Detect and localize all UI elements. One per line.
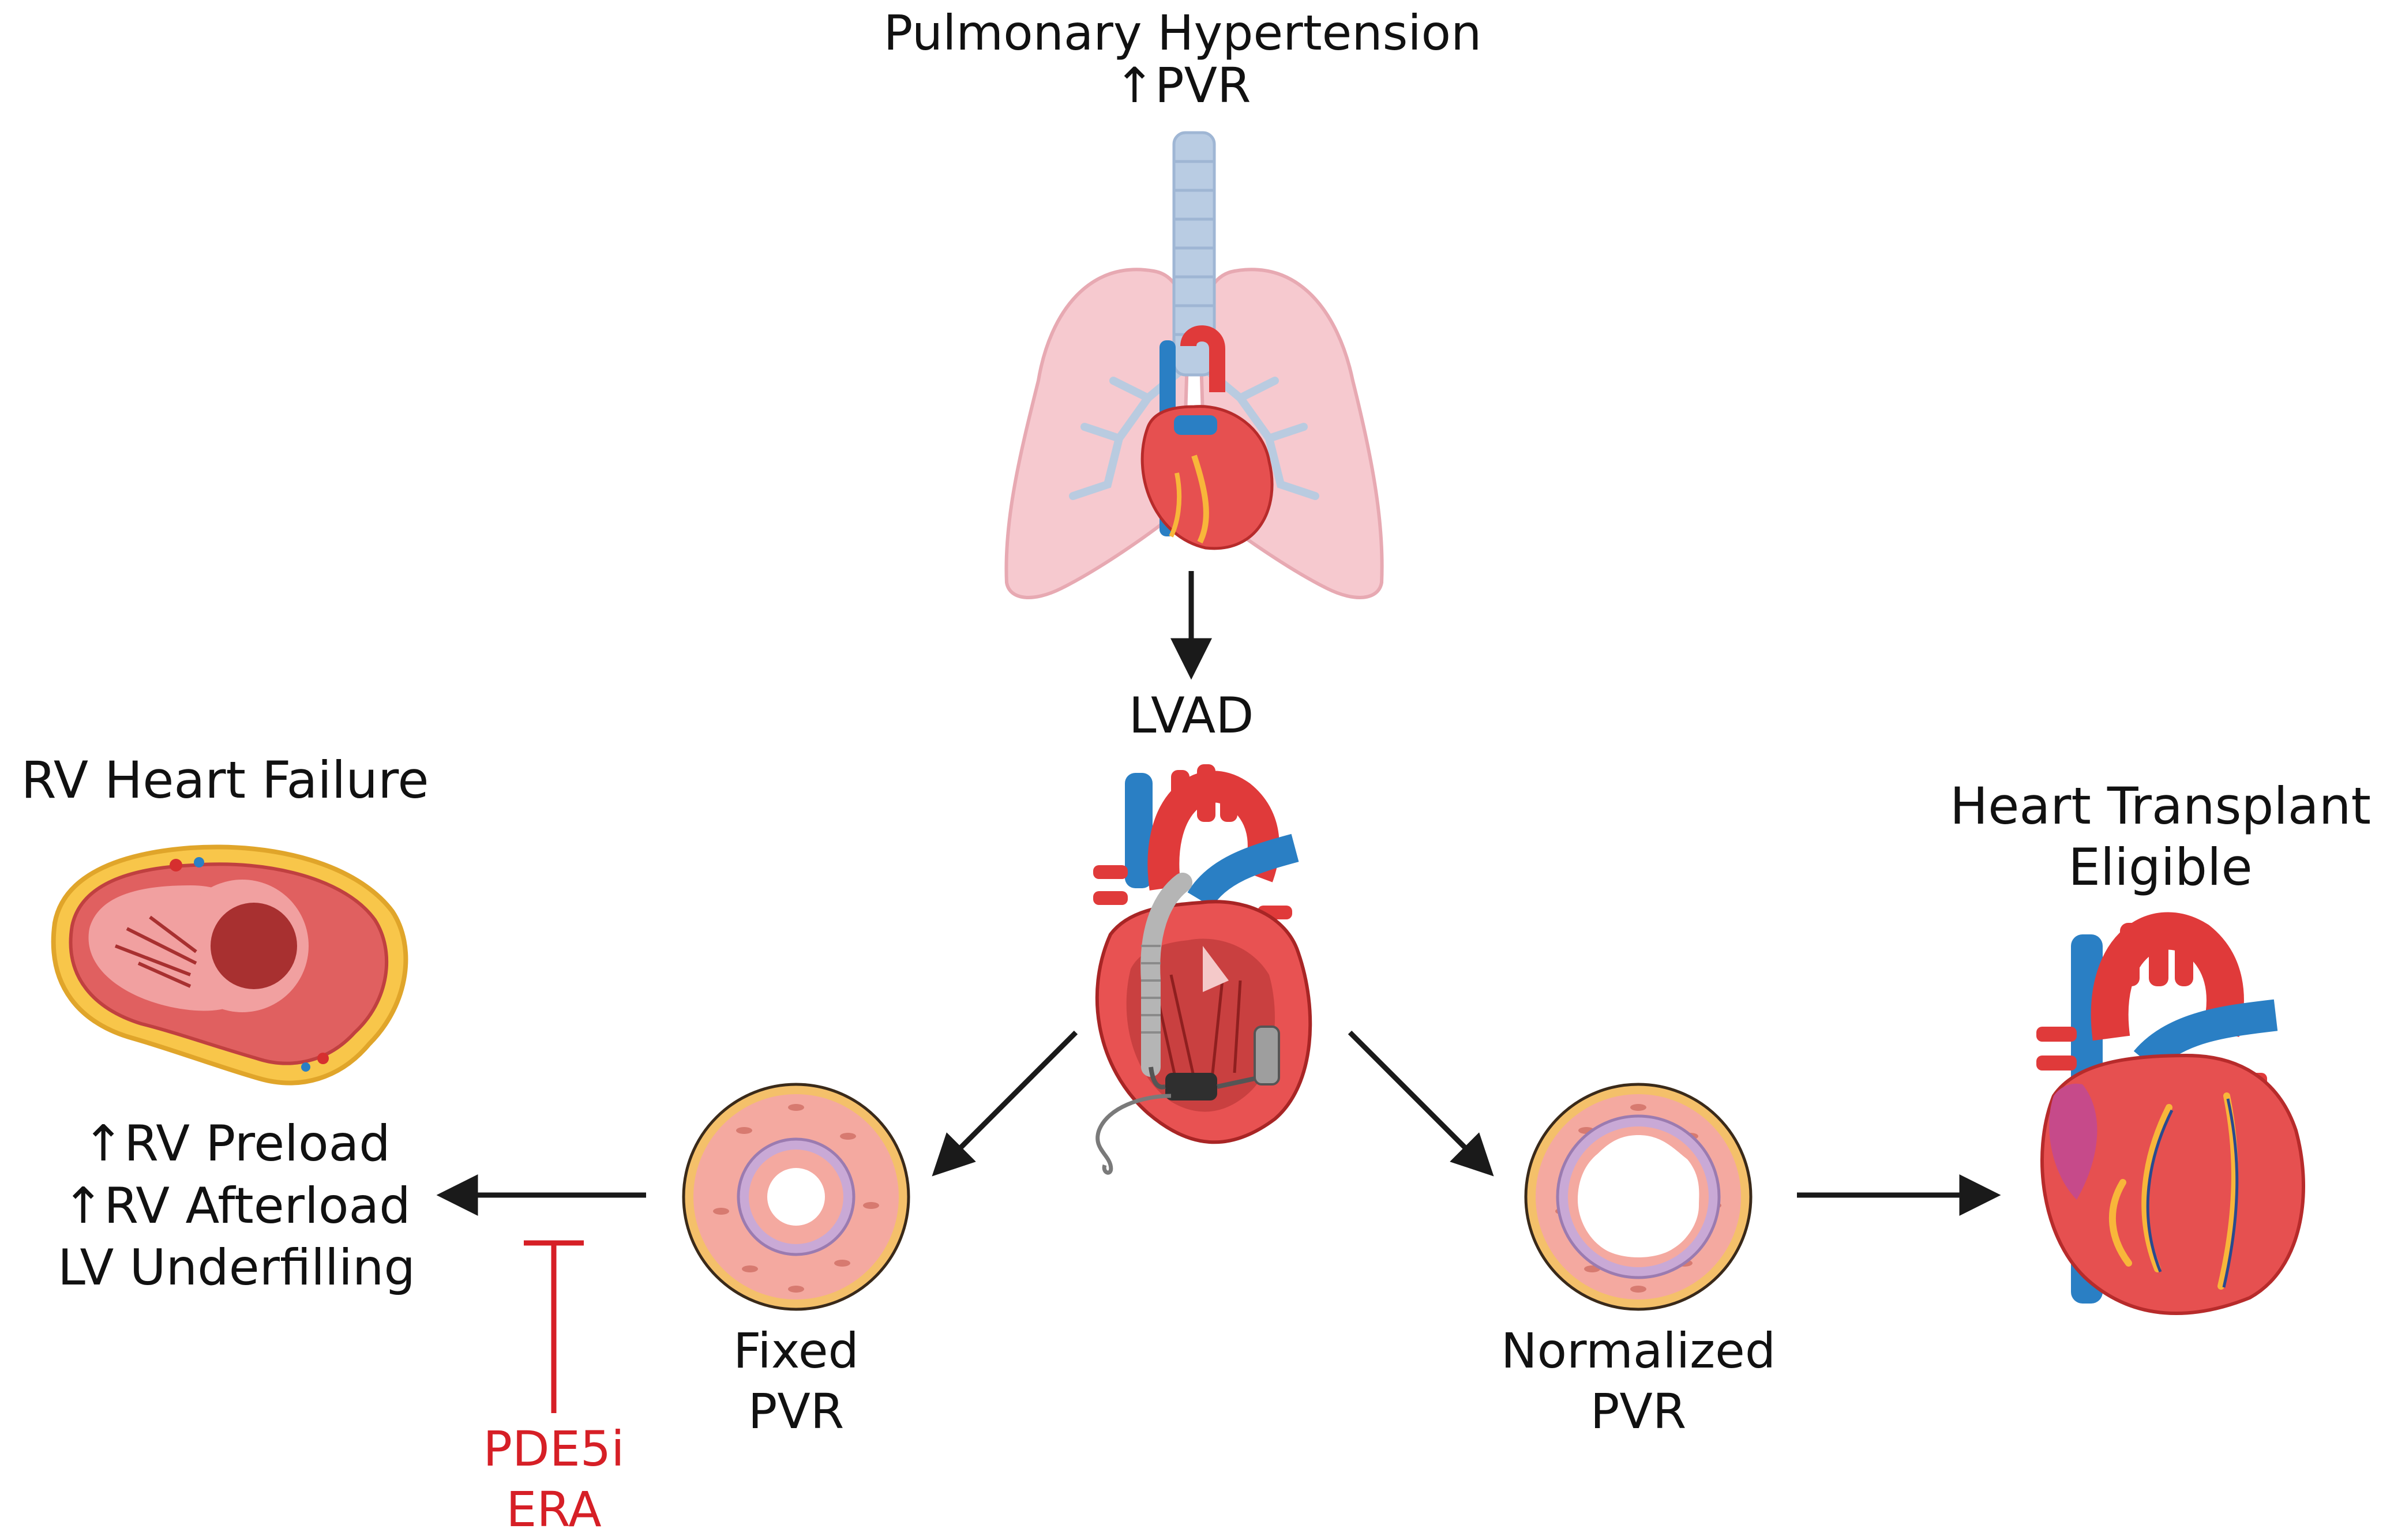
drug-pde5i: PDE5i [483, 1421, 625, 1477]
arrow-lvad-to-fixed [932, 1030, 1078, 1177]
inhibitor-symbol [524, 1240, 584, 1413]
fixed-vessel-icon [682, 1083, 910, 1311]
rv-effect-preload: ↑RV Preload [82, 1115, 391, 1173]
fixed-line1: Fixed [733, 1323, 859, 1379]
lvad-heart-icon [1093, 764, 1312, 1175]
drug-era: ERA [506, 1481, 602, 1538]
normalized-line2: PVR [1590, 1383, 1687, 1440]
normalized-vessel-icon [1524, 1083, 1753, 1311]
ph-title-line: Pulmonary Hypertension [883, 5, 1482, 61]
ph-subtitle-line: ↑PVR [1114, 57, 1251, 114]
rv-heart-failure-title: RV Heart Failure [0, 753, 450, 807]
lung-heart-icon [1140, 325, 1274, 550]
normalized-pvr-label: Normalized PVR [1408, 1321, 1869, 1442]
rv-effects-list: ↑RV Preload ↑RV Afterload LV Underfillin… [12, 1113, 461, 1299]
fixed-pvr-label: Fixed PVR [623, 1321, 969, 1442]
arrows [436, 571, 2001, 1216]
rv-cross-section-icon [51, 844, 408, 1085]
lv-effect-underfilling: LV Underfilling [58, 1239, 415, 1297]
lungs-heart-icon [1004, 131, 1384, 599]
normalized-line1: Normalized [1500, 1323, 1776, 1379]
healthy-heart-icon [2036, 912, 2305, 1315]
heart-transplant-label: Heart Transplant Eligible [1927, 776, 2394, 897]
pulmonary-hypertension-title: Pulmonary Hypertension ↑PVR [808, 7, 1558, 111]
transplant-line2: Eligible [2068, 837, 2253, 897]
transplant-line1: Heart Transplant [1950, 776, 2371, 836]
rv-effect-afterload: ↑RV Afterload [62, 1177, 411, 1235]
rv-failure-title: RV Heart Failure [21, 750, 429, 810]
lvad-title: LVAD [1128, 687, 1254, 745]
fixed-line2: PVR [748, 1383, 845, 1440]
arrow-lvad-to-normalized [1348, 1030, 1494, 1177]
lvad-label: LVAD [1015, 689, 1367, 743]
inhibitor-drugs-label: PDE5i ERA [438, 1419, 669, 1540]
trachea-icon [1172, 131, 1216, 377]
